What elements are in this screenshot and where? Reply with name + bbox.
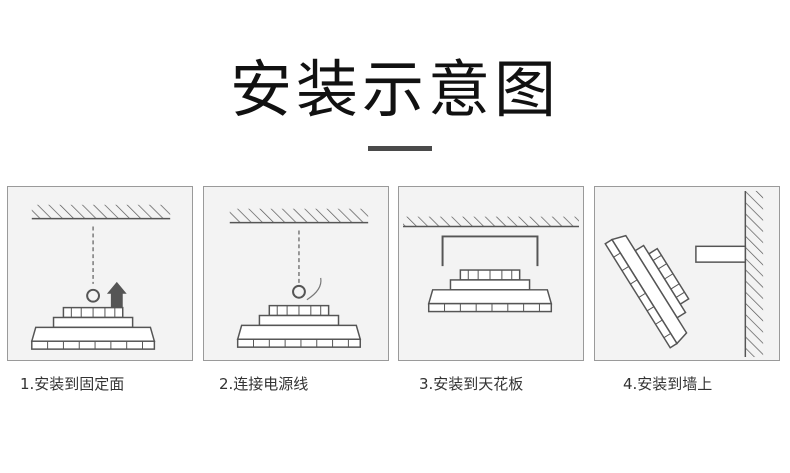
page-title: 安装示意图 — [229, 53, 560, 126]
title-underline — [368, 146, 432, 151]
step-1-caption: 1.安装到固定面 — [20, 375, 125, 393]
step-2-illustration — [203, 186, 389, 361]
step-3-caption: 3.安装到天花板 — [419, 375, 524, 393]
step-2-caption: 2.连接电源线 — [219, 375, 309, 393]
step-4-illustration — [594, 186, 780, 361]
step-4-caption: 4.安装到墙上 — [623, 375, 713, 393]
step-3-illustration — [398, 186, 584, 361]
step-1-illustration — [7, 186, 193, 361]
